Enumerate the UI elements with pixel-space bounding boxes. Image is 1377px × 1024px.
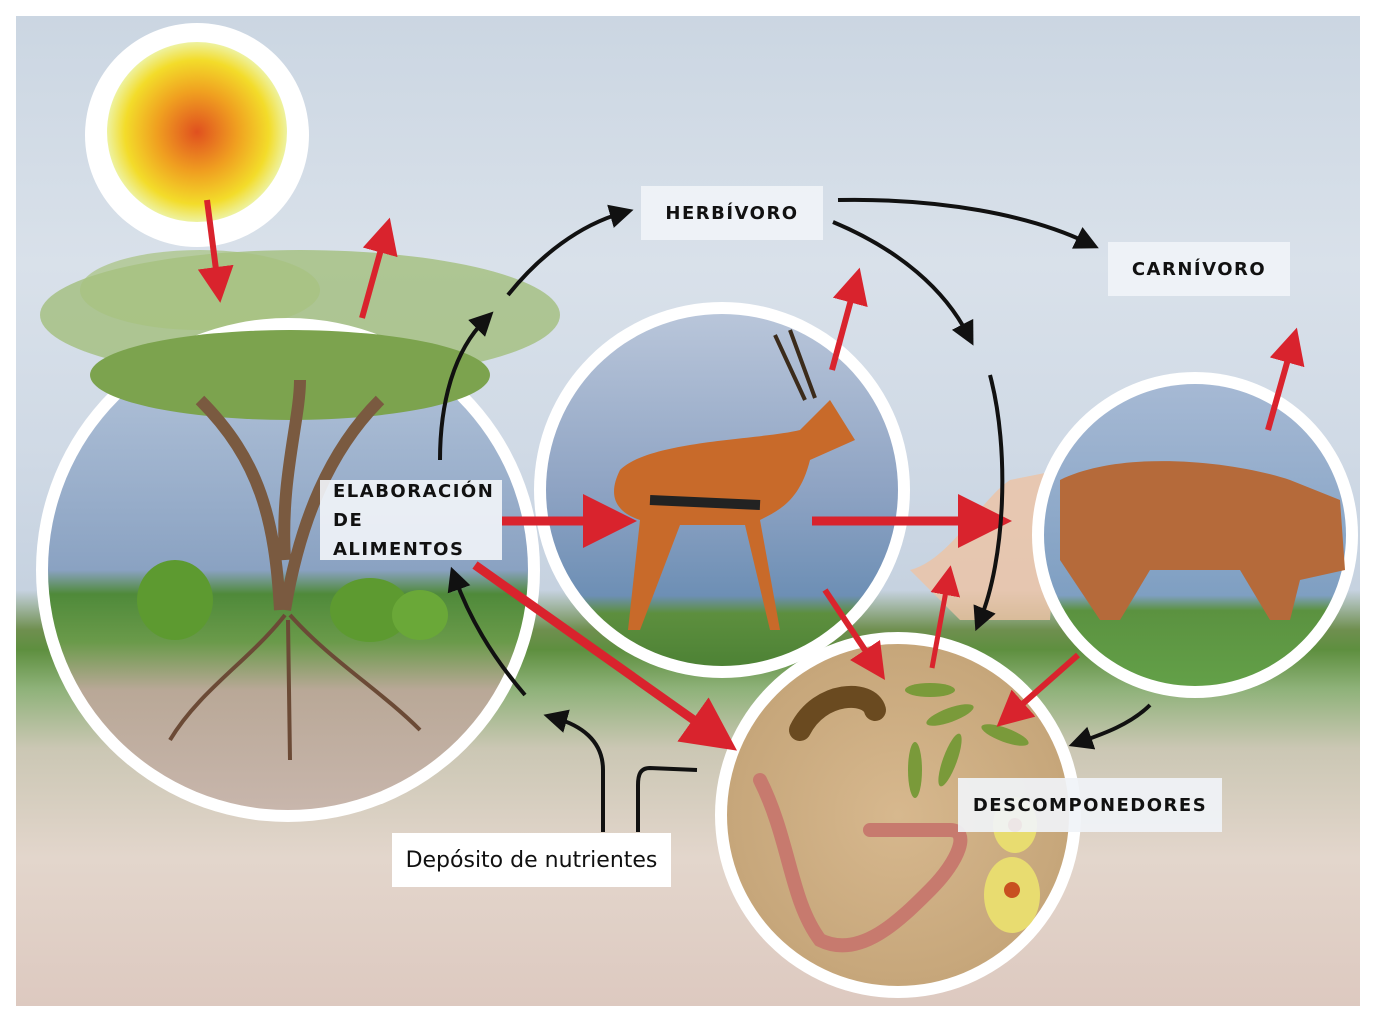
tree-heat-arrow xyxy=(359,217,398,319)
herbivore-gazelle-circle xyxy=(534,302,910,678)
decomposer-heat-arrow xyxy=(929,565,961,669)
herbivore-label: HERBÍVORO xyxy=(641,186,823,240)
deposit-to-tree-arrow xyxy=(447,566,527,697)
nutrient-deposit-label-text: Depósito de nutrientes xyxy=(405,847,658,873)
sun xyxy=(85,23,309,247)
deposit-up-arrow xyxy=(543,709,605,832)
tree-to-herbivore-label-arrow xyxy=(438,311,494,461)
herbivore-label-text: HERBÍVORO xyxy=(665,202,799,224)
nutrient-deposit-label: Depósito de nutrientes xyxy=(392,833,671,887)
food-production-line1: ELABORACIÓN xyxy=(333,480,495,502)
decomposers-soil-circle xyxy=(715,632,1081,998)
energy-flow-arrows xyxy=(197,199,1305,751)
lion-heat-arrow xyxy=(1265,327,1305,431)
producer-to-decomposer-arrow xyxy=(472,561,738,751)
herbivore-to-carnivore-label-arrow xyxy=(837,197,1099,249)
food-production-line2: DE ALIMENTOS xyxy=(333,509,465,560)
carnivore-to-decomposer-arrow xyxy=(996,652,1080,727)
herbivore-to-decomposer-arrow xyxy=(822,588,885,680)
arc-to-herbivore-arrow xyxy=(506,204,634,297)
producer-tree-circle xyxy=(36,318,540,822)
herbivore-down-arrow xyxy=(832,220,974,346)
decomposer-to-deposit-line xyxy=(636,765,698,832)
gazelle-heat-arrow xyxy=(829,267,868,371)
sun-to-tree-arrow xyxy=(197,199,234,303)
carnivore-label: CARNÍVORO xyxy=(1108,242,1290,296)
food-production-label: ELABORACIÓN DE ALIMENTOS xyxy=(320,480,502,560)
matter-flow-arrows xyxy=(438,197,1152,832)
decomposers-label-text: DESCOMPONEDORES xyxy=(972,794,1208,816)
carnivore-to-decomposer-black-arrow xyxy=(1068,703,1152,750)
to-decomposer-arrow xyxy=(973,374,1005,632)
carnivore-lion-circle xyxy=(910,372,1358,698)
carnivore-label-text: CARNÍVORO xyxy=(1131,258,1267,280)
decomposers-label: DESCOMPONEDORES xyxy=(958,778,1222,832)
